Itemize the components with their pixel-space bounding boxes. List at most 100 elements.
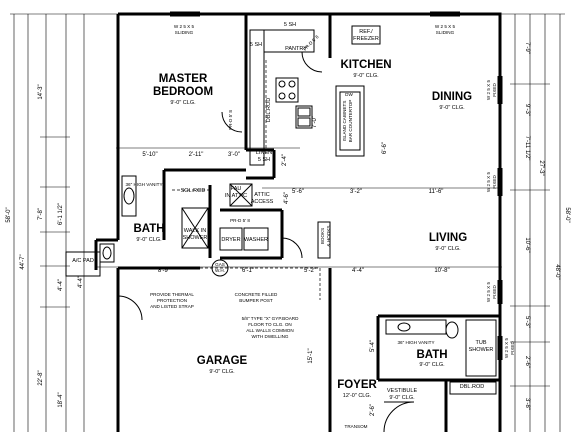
dim-kitchen-1: 7'-0" bbox=[312, 116, 318, 128]
dim-kitchen-4: 4'-6" bbox=[284, 192, 290, 204]
vestibule-ceiling: 9'-0" CLG. bbox=[389, 395, 415, 401]
master-bedroom-label-2: BEDROOM bbox=[153, 86, 213, 98]
dim-h-10: 4'-4" bbox=[352, 268, 364, 274]
dim-right-9: 3'-8" bbox=[524, 398, 530, 410]
dim-left-5: 22'-8" bbox=[38, 370, 44, 385]
attic-label-1: ATTIC bbox=[254, 192, 270, 198]
master-bedroom-ceiling: 9'-0" CLG. bbox=[170, 100, 196, 106]
dim-right-3: 7'-11 1/2" bbox=[524, 136, 530, 161]
window-dining-label: W 2 5 X 5 bbox=[435, 24, 456, 29]
foyer-ceiling: 12'-0" CLG. bbox=[343, 393, 372, 399]
dimension-lines bbox=[10, 13, 565, 432]
tub-label-1: TUB bbox=[476, 340, 487, 346]
thermal-note-1: PROVIDE THERMAL bbox=[150, 292, 194, 297]
dim-left-7: 4'-4" bbox=[78, 276, 84, 288]
foyer-label: FOYER bbox=[337, 379, 377, 391]
dim-left-1: 14'-3" bbox=[38, 84, 44, 99]
pantry-label: PANTRY bbox=[285, 46, 307, 52]
window-right-3: W 2 5 X 5 bbox=[486, 281, 491, 302]
dim-left-total: 58'-0" bbox=[6, 207, 12, 222]
dim-left-3: 6'-1 1/2" bbox=[58, 203, 64, 225]
window-dining-sub: SLIDING bbox=[436, 30, 455, 35]
concrete-note-2: BUMPER POST bbox=[239, 298, 273, 303]
dryer-label: DRYER bbox=[221, 237, 240, 243]
dining-ceiling: 9'-0" CLG. bbox=[439, 105, 465, 111]
dim-h-9: 5'-2" bbox=[304, 268, 316, 274]
dim-right-7: 48'-0" bbox=[554, 264, 560, 279]
window-right-4-sub: FIXED bbox=[510, 341, 515, 355]
dim-kitchen-2: 2'-4" bbox=[282, 154, 288, 166]
gyp-note-1: 5/8" TYPE "X" GYP.BOARD bbox=[242, 316, 299, 321]
dishwasher-label: DW bbox=[345, 92, 353, 97]
thermal-note-3: AND LISTED STRAP bbox=[150, 304, 194, 309]
books-label-1: BOOKS bbox=[320, 228, 325, 244]
dim-h-2: 2'-11" bbox=[189, 152, 204, 158]
dim-garage-1: 15'-1" bbox=[308, 348, 314, 363]
vanity-left-label: 36" HIGH VANITY bbox=[125, 182, 162, 187]
window-right-4: W 2 5 X 5 bbox=[504, 337, 509, 358]
ref-label-2: FREEZER bbox=[353, 36, 379, 42]
dim-right-8: 5'-3" bbox=[524, 316, 530, 328]
dim-left-4: 4'-4" bbox=[58, 279, 64, 291]
dim-right-4: 27'-3" bbox=[538, 160, 544, 175]
vanity-right-label: 36" HIGH VANITY bbox=[397, 340, 434, 345]
island-cabinets-label: ISLAND CABINETS bbox=[342, 101, 347, 142]
living-label: LIVING bbox=[429, 232, 467, 244]
ref-label-1: REF./ bbox=[359, 29, 373, 35]
window-right-2-sub: FIXED bbox=[492, 175, 497, 189]
walls bbox=[94, 12, 502, 432]
master-bedroom-label-1: MASTER bbox=[159, 73, 208, 85]
garage-ceiling: 9'-0" CLG. bbox=[209, 369, 235, 375]
bar-countertop-label: BAR COUNTERTOP bbox=[348, 100, 353, 143]
thermal-note-2: PROTECTION bbox=[157, 298, 187, 303]
dim-kitchen-3: 6'-6" bbox=[382, 142, 388, 154]
transom-label: TRANSOM bbox=[345, 424, 368, 429]
kitchen-label: KITCHEN bbox=[340, 59, 391, 71]
vestibule-label: VESTIBULE bbox=[387, 388, 418, 394]
attic-label-2: ACCESS bbox=[251, 199, 274, 205]
bath-right-ceiling: 9'-0" CLG. bbox=[419, 362, 445, 368]
water-heater-label-2: W.H. bbox=[215, 268, 225, 273]
shower-label-2: SHOWER bbox=[183, 235, 208, 241]
washer-label: WASHER bbox=[244, 237, 268, 243]
fixtures bbox=[65, 11, 503, 432]
dim-h-3: 3'-0" bbox=[228, 152, 240, 158]
dim-h-6: 11'-6" bbox=[429, 189, 444, 195]
living-ceiling: 9'-0" CLG. bbox=[435, 246, 461, 252]
dbl-rod-right-label: DBL.ROD bbox=[460, 384, 484, 390]
window-right-3-sub: FIXED bbox=[492, 285, 497, 299]
linen-label: LINEN bbox=[256, 150, 272, 156]
bath-left-ceiling: 9'-0" CLG. bbox=[136, 237, 162, 243]
dim-right-1: 7'-9" bbox=[524, 42, 530, 54]
dbl-rod-label: DBL.ROD bbox=[266, 98, 272, 122]
dim-h-8: 6'-1" bbox=[242, 268, 254, 274]
fau-label-2: IN ATTIC bbox=[225, 193, 247, 199]
dim-right-2: 9'-3" bbox=[524, 104, 530, 116]
concrete-note-1: CONCRETE FILLED bbox=[235, 292, 278, 297]
dim-foyer-2: 2'-6" bbox=[370, 404, 376, 416]
shower-label-1: WALK IN bbox=[184, 228, 206, 234]
dining-label: DINING bbox=[432, 91, 472, 103]
bath-right-label: BATH bbox=[416, 349, 447, 361]
gyp-note-3: ALL WALLS COMMON bbox=[246, 328, 293, 333]
gyp-note-4: WITH DWELLING bbox=[251, 334, 288, 339]
water-heater-label-1: GAS bbox=[215, 262, 225, 267]
tub-label-2: SHOWER bbox=[469, 347, 494, 353]
bath-left-label: BATH bbox=[133, 223, 164, 235]
dim-left-6: 18'-4" bbox=[58, 392, 64, 407]
dim-left-2: 7'-8" bbox=[38, 208, 44, 220]
dim-right-5: 10'-6" bbox=[524, 237, 530, 252]
dim-h-5: 3'-2" bbox=[350, 189, 362, 195]
dim-h-1: 5'-10" bbox=[142, 152, 157, 158]
window-right-1: W 2 5 X 5 bbox=[486, 79, 491, 100]
window-right-2: W 2 5 X 5 bbox=[486, 171, 491, 192]
pantry-door-label: PR-D 5' 8 bbox=[302, 34, 320, 52]
window-right-1-sub: FIXED bbox=[492, 83, 497, 97]
fau-label-1: FAU bbox=[231, 186, 242, 192]
dim-h-7: 8'-9" bbox=[158, 268, 170, 274]
shelf-label-top: 5 SH bbox=[284, 22, 296, 28]
garage-label: GARAGE bbox=[197, 355, 248, 367]
dim-right-6: 2'-6" bbox=[524, 356, 530, 368]
linen-shelf-label: 5 SH bbox=[258, 157, 270, 163]
